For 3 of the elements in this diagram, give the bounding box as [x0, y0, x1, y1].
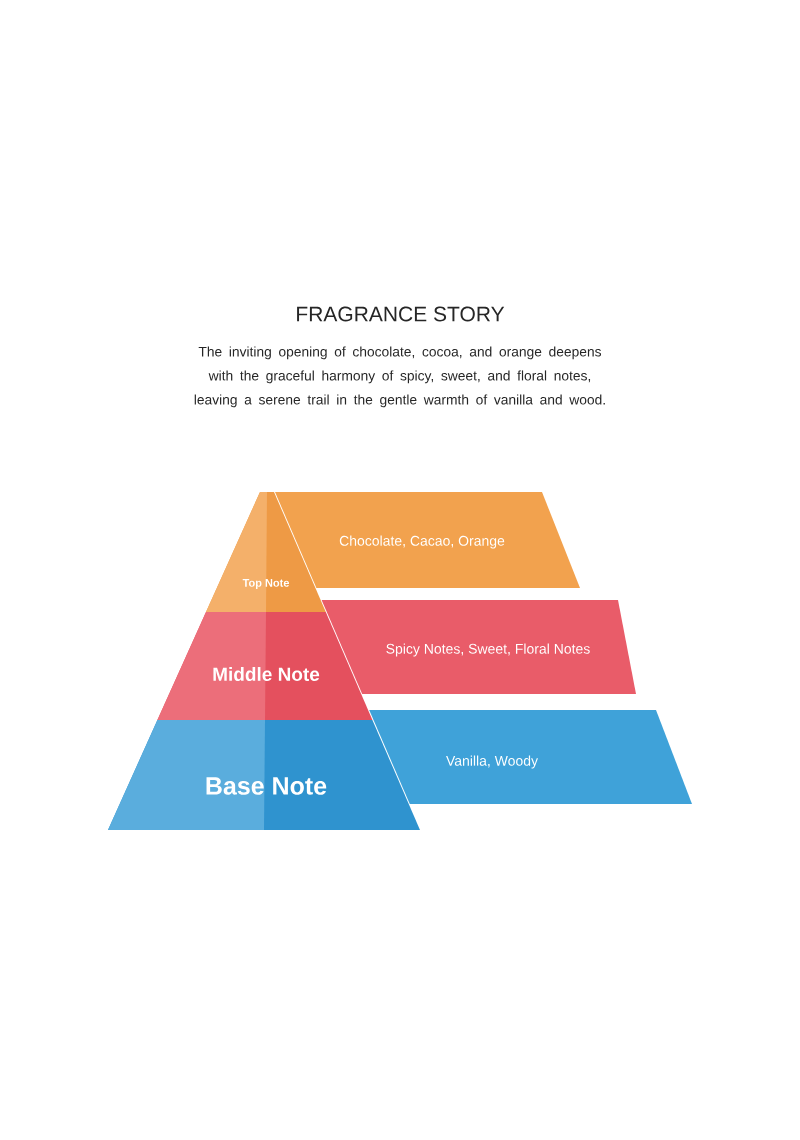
pyramid-tier: Base Note	[108, 720, 420, 830]
title: FRAGRANCE STORY	[297, 306, 505, 322]
pyramid-tier: Middle Note	[157, 612, 373, 720]
